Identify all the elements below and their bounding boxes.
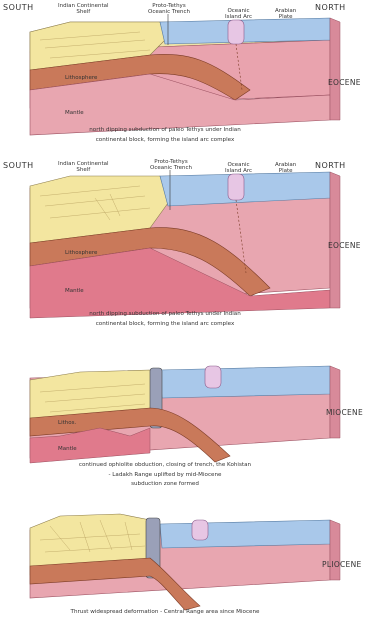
panel-2-south-label: SOUTH xyxy=(3,163,34,169)
panel-1-era-label: EOCENE xyxy=(328,80,361,86)
panel-4-diagram xyxy=(0,510,366,623)
panel-2-shelf-label: Indian Continental Shelf xyxy=(58,161,109,173)
panel-2-lithosphere-label: Lithosphere xyxy=(65,250,97,256)
panel-4-island-arc xyxy=(192,520,208,540)
panel-2-era-label: EOCENE xyxy=(328,243,361,249)
panel-2: SOUTH NORTH Indian Continental Shelf Pro… xyxy=(0,158,366,348)
panel-4-caption-line-1: Thrust widespread deformation - Central … xyxy=(0,608,330,618)
panel-2-caption: north dipping subduction of paleo Tethys… xyxy=(0,310,330,329)
panel-3-caption-line-1: continued ophiolite obduction, closing o… xyxy=(0,461,330,471)
panel-2-island-arc xyxy=(228,174,244,200)
panel-1-caption-line-2: continental block, forming the island ar… xyxy=(0,136,330,146)
panel-2-caption-line-1: north dipping subduction of paleo Tethys… xyxy=(0,310,330,320)
panel-3-mantle-label: Mantle xyxy=(58,446,77,452)
panel-3: Lithos. Mantle MIOCENE continued ophioli… xyxy=(0,358,366,498)
panel-3-caption-line-2: - Ladakh Range uplifted by mid-Miocene xyxy=(0,471,330,481)
panel-1-caption: north dipping subduction of paleo Tethys… xyxy=(0,126,330,145)
panel-2-caption-line-2: continental block, forming the island ar… xyxy=(0,320,330,330)
panel-1-ocean xyxy=(160,18,330,44)
panel-3-island-arc xyxy=(205,366,221,388)
panel-2-trench-label: Proto-Tethys Oceanic Trench xyxy=(150,159,192,171)
panel-2-north-label: NORTH xyxy=(315,163,346,169)
panel-1-mantle-label: Mantle xyxy=(65,110,84,116)
panel-4: PLIOCENE Thrust widespread deformation -… xyxy=(0,510,366,623)
panel-1: SOUTH NORTH Indian Continental Shelf Pro… xyxy=(0,0,366,155)
panel-3-caption: continued ophiolite obduction, closing o… xyxy=(0,461,330,490)
panel-1-plate-label: Arabian Plate xyxy=(275,8,296,20)
panel-1-shelf-label: Indian Continental Shelf xyxy=(58,3,109,15)
panel-2-arc-label: Oceanic Island Arc xyxy=(225,162,252,174)
panel-1-north-label: NORTH xyxy=(315,5,346,11)
panel-3-lithosphere-label: Lithos. xyxy=(58,420,76,426)
panel-1-trench-label: Proto-Tethys Oceanic Trench xyxy=(148,3,190,15)
panel-3-era-label: MIOCENE xyxy=(326,410,363,416)
panel-2-mantle-label: Mantle xyxy=(65,288,84,294)
panel-4-caption: Thrust widespread deformation - Central … xyxy=(0,608,330,618)
panel-3-ocean xyxy=(160,366,330,398)
panel-3-caption-line-3: subduction zone formed xyxy=(0,480,330,490)
panel-1-lithosphere-label: Lithosphere xyxy=(65,75,97,81)
panel-4-ocean xyxy=(160,520,330,548)
panel-1-caption-line-1: north dipping subduction of paleo Tethys… xyxy=(0,126,330,136)
panel-4-era-label: PLIOCENE xyxy=(322,562,362,568)
panel-1-island-arc xyxy=(228,20,244,44)
panel-1-arc-label: Oceanic Island Arc xyxy=(225,8,252,20)
panel-1-south-label: SOUTH xyxy=(3,5,34,11)
panel-2-plate-label: Arabian Plate xyxy=(275,162,296,174)
